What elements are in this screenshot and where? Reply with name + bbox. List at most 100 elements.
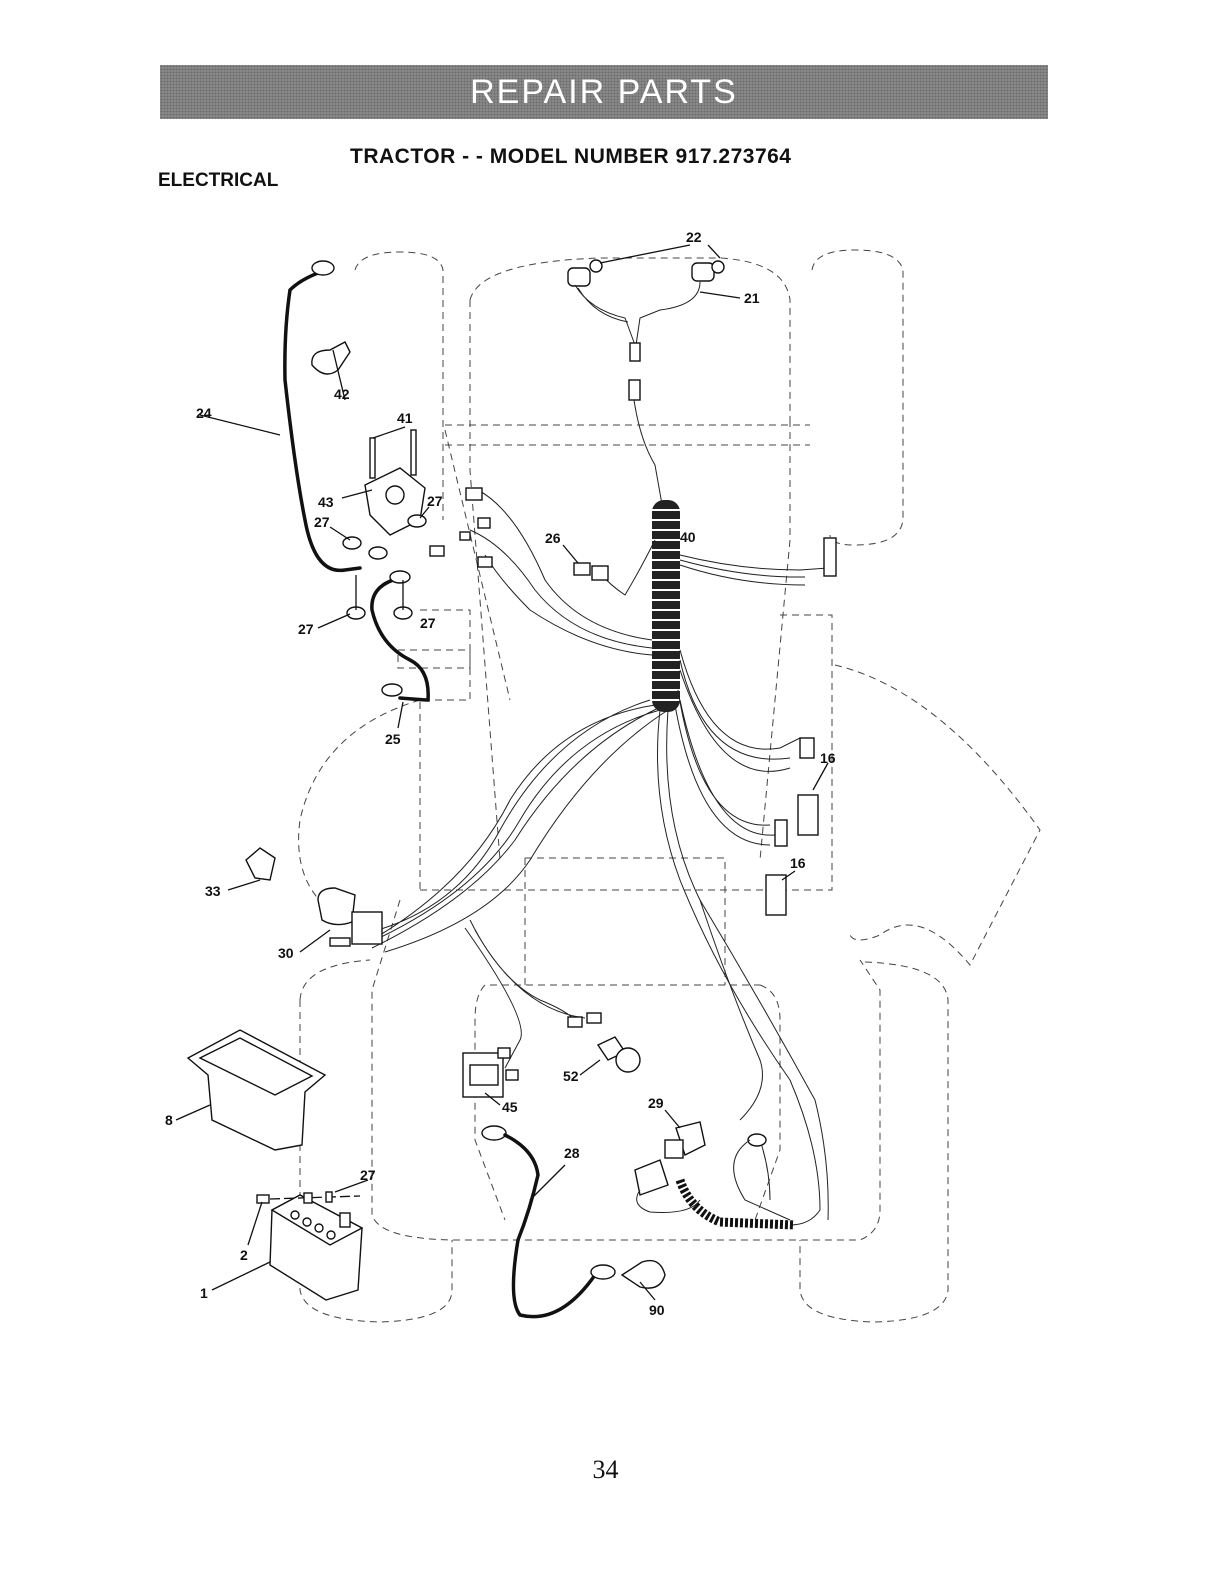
bulb-right <box>712 261 724 273</box>
callout-30: 30 <box>278 945 294 961</box>
headlight-left <box>568 268 590 286</box>
harness-front-lead <box>634 400 663 510</box>
switch-16-lower <box>766 875 786 915</box>
harness-conduit <box>652 500 680 712</box>
seat-pan <box>525 858 725 985</box>
module-45-plug-b <box>506 1070 518 1080</box>
frame-right-rail <box>760 420 790 860</box>
module-45-plug-a <box>498 1048 510 1058</box>
callout-45: 45 <box>502 1099 518 1115</box>
callout-26: 26 <box>545 530 561 546</box>
solenoid-terminal <box>386 486 404 504</box>
callout-numbers: 22 21 24 42 41 43 27 27 27 27 26 40 25 1… <box>165 229 836 1318</box>
solenoid-group <box>312 342 426 619</box>
bolt-2-axis <box>270 1196 360 1199</box>
cable-28 <box>505 1135 595 1317</box>
battery-cap-3 <box>315 1224 323 1232</box>
harness-terminal-3 <box>460 532 470 540</box>
callout-33: 33 <box>205 883 221 899</box>
main-wire-harness <box>372 400 828 1225</box>
cable-28-terminal-top <box>482 1126 506 1140</box>
connector-16-mid-plug <box>775 820 787 846</box>
cable-28-terminal-bottom <box>591 1265 615 1279</box>
harness-to-solenoid <box>470 490 652 655</box>
rear-right-wheel <box>800 962 948 1322</box>
callout-29: 29 <box>648 1095 664 1111</box>
harness-terminal-2 <box>478 518 490 528</box>
callout-27-c: 27 <box>298 621 314 637</box>
harness-to-16-upper <box>680 650 800 771</box>
callout-41: 41 <box>397 410 413 426</box>
battery-group <box>188 1030 362 1300</box>
fender-left <box>299 700 420 910</box>
switch-52-bulb <box>616 1048 640 1072</box>
switch-16-upper <box>798 795 818 835</box>
headlight-harness-wire <box>575 282 700 345</box>
connector-26-b <box>592 566 608 580</box>
bolt-41-left <box>370 438 375 478</box>
cable-25-terminal <box>382 684 402 696</box>
mid-body-left <box>398 610 470 890</box>
boot-90 <box>622 1261 665 1289</box>
nut-27-battery <box>304 1193 312 1203</box>
ground-wire <box>734 1140 790 1220</box>
frame-left-rail <box>445 300 510 860</box>
callout-40: 40 <box>680 529 696 545</box>
harness-terminal-1 <box>466 488 482 500</box>
terminal-ring <box>390 571 410 583</box>
switch-29-plug <box>665 1140 683 1158</box>
battery-cap-2 <box>303 1218 311 1226</box>
seat-connector-a <box>568 1017 582 1027</box>
harness-terminal-5 <box>478 557 492 567</box>
callout-16-upper: 16 <box>820 750 836 766</box>
callout-16-lower: 16 <box>790 855 806 871</box>
callout-27-e: 27 <box>360 1167 376 1183</box>
washer-27 <box>369 547 387 559</box>
ignition-lead <box>330 938 350 946</box>
ignition-key-33 <box>246 848 275 880</box>
ignition-switch-30 <box>318 888 355 925</box>
connector-16-upper-plug <box>800 738 814 758</box>
bolt-2 <box>257 1195 269 1203</box>
callout-43: 43 <box>318 494 334 510</box>
headlight-plug <box>630 343 640 361</box>
rear-deck-inner <box>475 985 780 1220</box>
headlight-assembly <box>568 260 724 400</box>
callout-90: 90 <box>649 1302 665 1318</box>
harness-terminal-4 <box>430 546 444 556</box>
nut-27-a <box>343 537 361 549</box>
battery-post <box>340 1213 350 1227</box>
callout-27-a: 27 <box>314 514 330 530</box>
seat-connector-b <box>587 1013 601 1023</box>
callout-42: 42 <box>334 386 350 402</box>
harness-to-pto <box>700 900 770 1200</box>
harness-rear-connector <box>635 1160 668 1195</box>
connector-26-a <box>574 563 590 575</box>
bolt-41-right <box>411 430 416 475</box>
headlight-right <box>692 263 714 281</box>
boot-42 <box>312 342 350 374</box>
callout-24: 24 <box>196 405 212 421</box>
callout-52: 52 <box>563 1068 579 1084</box>
callout-22: 22 <box>686 229 702 245</box>
callout-27-d: 27 <box>420 615 436 631</box>
ignition-plug <box>352 912 382 944</box>
washer-battery <box>326 1192 332 1202</box>
right-switch-plug <box>824 538 836 576</box>
harness-to-ignition <box>372 700 668 952</box>
callout-28: 28 <box>564 1145 580 1161</box>
callout-2: 2 <box>240 1247 248 1263</box>
callout-8: 8 <box>165 1112 173 1128</box>
callout-21: 21 <box>744 290 760 306</box>
cable-24-terminal <box>312 261 334 275</box>
ground-terminal <box>748 1134 766 1146</box>
bulb-left <box>590 260 602 272</box>
callout-1: 1 <box>200 1285 208 1301</box>
nut-27-b <box>408 515 426 527</box>
front-axle <box>445 425 810 445</box>
small-parts <box>246 488 836 1220</box>
fender-right <box>835 665 1040 965</box>
page-number: 34 <box>0 1455 1211 1485</box>
cable-25 <box>372 578 428 700</box>
